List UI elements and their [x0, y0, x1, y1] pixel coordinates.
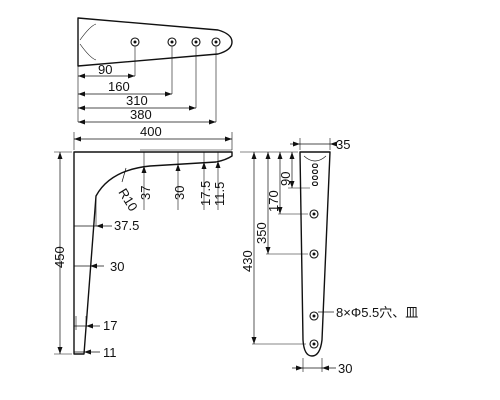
dim-front-30-v: 30 [172, 186, 187, 200]
dim-front-30-h: 30 [110, 259, 124, 274]
dim-side-350: 350 [254, 222, 269, 244]
dim-front-width: 400 [140, 124, 162, 139]
dim-front-17: 17 [103, 318, 117, 333]
dim-front-37: 37 [138, 186, 153, 200]
dim-top-90: 90 [98, 62, 112, 77]
dim-front-11-5: 11.5 [212, 182, 227, 206]
top-view-dimensions [78, 73, 216, 125]
side-view-holes [309, 209, 319, 349]
dim-top-310: 310 [126, 93, 148, 108]
side-vertical-dims [251, 152, 295, 344]
top-view-outline [77, 17, 233, 67]
dim-front-radius: R10 [115, 186, 140, 214]
dim-side-90: 90 [278, 172, 293, 186]
front-view-outline [73, 151, 233, 355]
top-view-slot [79, 23, 97, 61]
dim-front-37-5: 37.5 [114, 218, 139, 233]
dim-top-160: 160 [108, 79, 130, 94]
dim-top-380: 380 [130, 107, 152, 122]
dim-side-170: 170 [266, 190, 281, 212]
top-view-holes [130, 37, 221, 47]
front-view: 400 450 37 30 17.5 11.5 R10 [52, 124, 233, 360]
dim-front-11: 11 [103, 345, 117, 360]
side-view: 35 30 430 350 170 90 8×Φ5.5穴、皿 [240, 137, 418, 376]
dim-side-top-width: 35 [336, 137, 350, 152]
front-horizontal-dims [74, 223, 112, 355]
side-view-slot [303, 155, 327, 162]
side-view-slots [311, 163, 319, 187]
front-vertical-dims [141, 161, 221, 173]
dim-side-430: 430 [240, 250, 255, 272]
dim-front-17-5: 17.5 [198, 181, 213, 206]
dim-side-bottom-width: 30 [338, 361, 352, 376]
top-view: 90 160 310 380 [77, 17, 233, 125]
dim-front-height: 450 [52, 246, 67, 268]
hole-spec-note: 8×Φ5.5穴、皿 [336, 305, 418, 320]
